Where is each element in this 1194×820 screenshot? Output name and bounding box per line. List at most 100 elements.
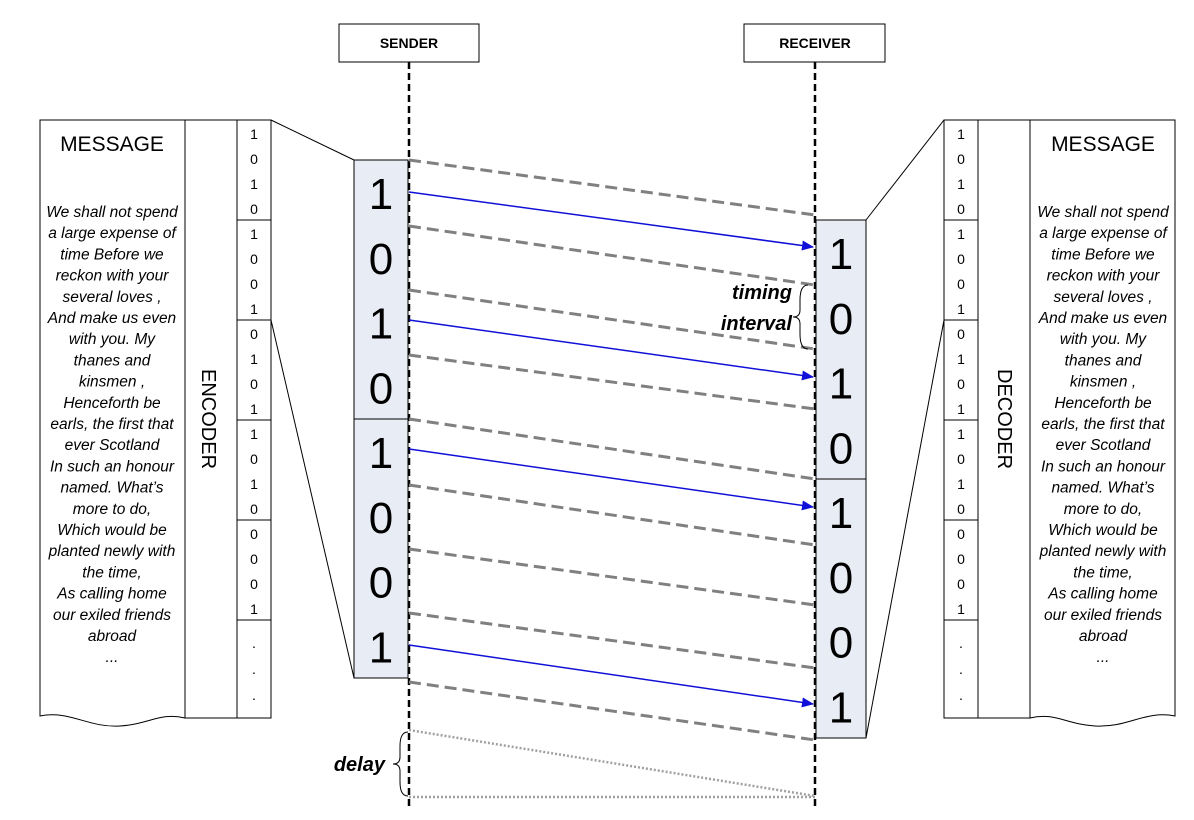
- poem-line: And make us even: [1038, 310, 1167, 327]
- bit-digit: 0: [250, 501, 258, 517]
- zoom-connectors: [270, 119, 945, 739]
- bit-digit: 1: [250, 426, 258, 442]
- signal-bit: 1: [369, 429, 393, 478]
- signal-bit: 0: [829, 424, 853, 473]
- bit-digit: 0: [250, 526, 258, 542]
- poem-line: thanes and: [1065, 352, 1143, 369]
- bit-digit: 0: [957, 326, 965, 342]
- bit-digit: 1: [957, 476, 965, 492]
- bit-digit: 1: [250, 401, 258, 417]
- poem-line: earls, the first that: [1041, 416, 1165, 433]
- poem-line: In such an honour: [50, 458, 175, 475]
- bit-digit: 1: [957, 126, 965, 142]
- message-left-title: MESSAGE: [60, 133, 164, 156]
- bit-digit: 1: [957, 351, 965, 367]
- signal-bit: 0: [369, 235, 393, 284]
- bit-digit: 0: [250, 276, 258, 292]
- poem-line: named. What’s: [1051, 480, 1154, 497]
- poem-line: several loves ,: [1053, 289, 1152, 306]
- bit-digit: 0: [957, 451, 965, 467]
- timing-line: [408, 353, 816, 411]
- signal-bit: 0: [369, 364, 393, 413]
- bit-digit: .: [252, 687, 256, 703]
- bit-digit: 0: [957, 151, 965, 167]
- encoder-label: ENCODER: [197, 369, 219, 469]
- poem-line: a large expense of: [1039, 225, 1168, 242]
- signal-arrow: [408, 644, 814, 708]
- bit-digit: 0: [250, 576, 258, 592]
- bit-group-cell: [236, 519, 272, 621]
- bit-digit: 1: [250, 226, 258, 242]
- poem-line: Henceforth be: [63, 395, 161, 412]
- bit-digit: .: [252, 661, 256, 677]
- bit-digit: 0: [250, 201, 258, 217]
- message-right-title: MESSAGE: [1051, 133, 1155, 156]
- timing-line: [408, 547, 816, 607]
- bit-group-cell: [943, 219, 979, 321]
- poem-line: thanes and: [74, 352, 152, 369]
- bit-digit: 0: [250, 326, 258, 342]
- poem-line: ...: [106, 649, 119, 666]
- poem-line: ever Scotland: [1056, 437, 1152, 454]
- poem-line: our exiled friends: [1044, 607, 1162, 624]
- signal-arrows: [408, 191, 814, 708]
- bit-group-cell: [236, 119, 272, 221]
- poem-line: named. What’s: [60, 480, 163, 497]
- poem-line: As calling home: [1047, 586, 1158, 603]
- poem-line: the time,: [82, 564, 141, 581]
- signal-arrow: [408, 319, 814, 381]
- poem-line: more to do,: [1064, 501, 1142, 518]
- bit-digit: 1: [957, 601, 965, 617]
- poem-line: reckon with your: [1047, 268, 1161, 285]
- bit-digit: 1: [250, 126, 258, 142]
- timing-line: [408, 611, 816, 670]
- signal-arrow: [408, 448, 814, 511]
- signal-bit: 0: [829, 554, 853, 603]
- bit-group-cell: [943, 319, 979, 421]
- bit-digit: .: [959, 687, 963, 703]
- timing-line: [408, 680, 816, 742]
- signal-bit: 0: [369, 559, 393, 608]
- bit-group-cell: [236, 219, 272, 321]
- timing-label: timing: [732, 282, 792, 304]
- bit-group-cell: [236, 619, 272, 719]
- bit-digit: 1: [250, 476, 258, 492]
- delay-lines: [408, 728, 816, 799]
- receiver-label: RECEIVER: [779, 35, 851, 51]
- timing-line: [408, 158, 816, 217]
- poem-line: time Before we: [60, 246, 164, 263]
- timing-interval-annotation: timing interval: [721, 282, 809, 350]
- sender-label: SENDER: [380, 35, 438, 51]
- bit-digit: 0: [250, 376, 258, 392]
- bit-digit: 0: [957, 201, 965, 217]
- poem-line: our exiled friends: [53, 607, 171, 624]
- signal-bit: 1: [369, 170, 393, 219]
- poem-line: Which would be: [57, 522, 167, 539]
- poem-line: with you. My: [1060, 331, 1147, 348]
- poem-line: planted newly with: [1039, 543, 1167, 560]
- poem-line: ...: [1097, 649, 1110, 666]
- poem-line: Henceforth be: [1054, 395, 1152, 412]
- poem-line: time Before we: [1051, 246, 1155, 263]
- bit-digit: 1: [957, 301, 965, 317]
- timing-line: [408, 417, 816, 481]
- signal-bit: 1: [369, 300, 393, 349]
- bit-digit: 1: [250, 601, 258, 617]
- poem-line: earls, the first that: [50, 416, 174, 433]
- signal-bit: 0: [829, 295, 853, 344]
- timing-line: [408, 483, 816, 547]
- bit-group-cell: [943, 419, 979, 521]
- bit-digit: .: [959, 661, 963, 677]
- timing-line: [408, 224, 816, 287]
- bit-group-cell: [943, 519, 979, 621]
- bit-digit: .: [252, 635, 256, 651]
- poem-line: As calling home: [56, 586, 167, 603]
- signal-bit: 1: [829, 230, 853, 279]
- bit-digit: 1: [957, 176, 965, 192]
- poem-line: reckon with your: [56, 268, 170, 285]
